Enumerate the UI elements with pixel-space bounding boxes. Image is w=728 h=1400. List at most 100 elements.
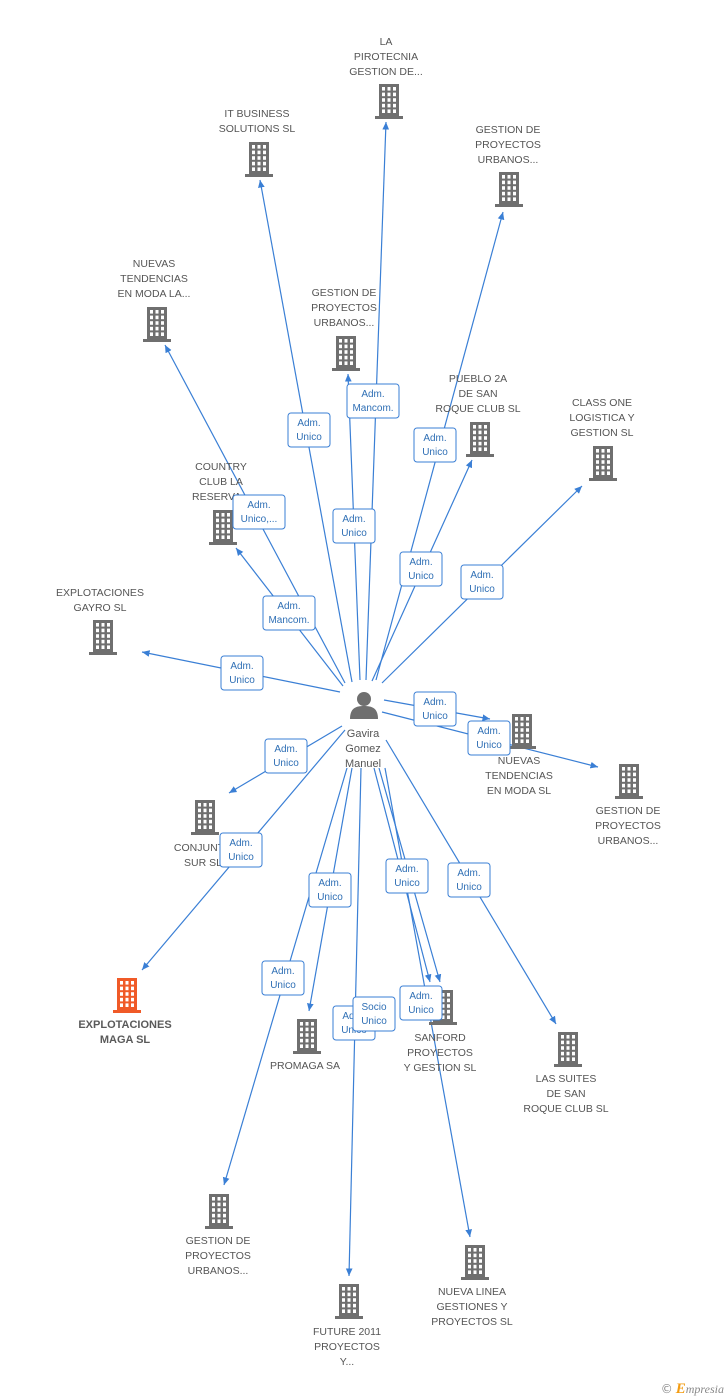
edge-label-text: Unico <box>317 892 343 903</box>
edge-label-box <box>264 738 308 774</box>
building-icon <box>89 620 117 655</box>
edge-label-e-explotaciones-gayro[interactable]: Adm.Unico <box>220 655 264 691</box>
copyright-symbol: © <box>660 1382 673 1396</box>
edge-label-text: Adm. <box>395 864 418 875</box>
company-node-gestion-proyectos-1[interactable]: GESTION DEPROYECTOSURBANOS... <box>475 124 541 207</box>
company-label-line: ROQUE CLUB SL <box>523 1103 608 1115</box>
edge-label-e-las-suites[interactable]: Adm.Unico <box>447 862 491 898</box>
edge-label-text: Adm. <box>277 601 300 612</box>
edge-label-box <box>262 595 316 631</box>
edge-label-text: Adm. <box>274 744 297 755</box>
edge-label-e-pueblo-2a[interactable]: Adm.Unico <box>399 551 443 587</box>
company-label-line: Y... <box>340 1356 354 1368</box>
edge-label-e-gestion-proyectos-3[interactable]: Adm. Unico <box>467 720 511 756</box>
edge-label-text: Unico <box>270 980 296 991</box>
edge-label-text: Adm. <box>342 514 365 525</box>
edge-label-box <box>385 858 429 894</box>
edge-label-text: Mancom. <box>352 403 393 414</box>
edge-label-e-country-club[interactable]: Adm. Mancom. <box>262 595 316 631</box>
edge-label-e-sanford-adm[interactable]: Adm.Unico <box>385 858 429 894</box>
edge-label-box <box>332 508 376 544</box>
person-name-line: Gomez <box>345 743 380 755</box>
company-node-promaga[interactable]: PROMAGA SA <box>270 1019 340 1072</box>
company-label-line: SOLUTIONS SL <box>219 123 296 135</box>
company-node-future-2011[interactable]: FUTURE 2011PROYECTOSY... <box>313 1284 381 1368</box>
company-label-line: EXPLOTACIONES <box>56 587 144 599</box>
company-label-line: EN MODA LA... <box>118 288 191 300</box>
edge-label-e-promaga[interactable]: Adm.Unico <box>308 872 352 908</box>
company-label-line: PROMAGA SA <box>270 1060 340 1072</box>
edge-label-e-explotaciones-maga[interactable]: Adm.Unico <box>219 832 263 868</box>
building-icon <box>508 714 536 749</box>
building-icon <box>332 336 360 371</box>
edge-label-e-la-pirotecnia[interactable]: Adm.Mancom. <box>346 383 400 419</box>
building-icon <box>209 510 237 545</box>
empresia-watermark: ©Empresia <box>661 1381 724 1398</box>
edge-label-e-it-business[interactable]: Adm.Unico <box>287 412 331 448</box>
edge-label-box <box>460 564 504 600</box>
edge-label-text: Unico <box>408 1005 434 1016</box>
company-node-gestion-proyectos-2[interactable]: GESTION DEPROYECTOSURBANOS... <box>311 287 377 371</box>
company-node-gestion-proyectos-3[interactable]: GESTION DEPROYECTOSURBANOS... <box>595 764 661 847</box>
building-icon <box>113 978 141 1013</box>
company-node-explotaciones-gayro[interactable]: EXPLOTACIONES GAYRO SL <box>56 587 144 655</box>
company-label-line: NUEVA LINEA <box>438 1286 506 1298</box>
edge-label-text: Unico <box>341 528 367 539</box>
edge-label-text: Unico <box>476 740 502 751</box>
company-label-line: GESTION DE <box>312 287 377 299</box>
edge-label-e-conjunto-sur[interactable]: Adm. Unico <box>264 738 308 774</box>
brand-name: mpresia <box>685 1382 724 1396</box>
company-label-line: URBANOS... <box>478 154 539 166</box>
edge-label-box <box>346 383 400 419</box>
edge-label-e-nuevas-tendencias-1[interactable]: Adm. Unico,... <box>232 494 286 530</box>
edge-label-text: Adm. <box>247 500 270 511</box>
company-label-line: NUEVAS <box>498 755 540 767</box>
person-name-line: Manuel <box>345 758 381 770</box>
company-label-line: PROYECTOS <box>407 1047 473 1059</box>
company-label-line: PROYECTOS <box>185 1250 251 1262</box>
edge-label-e-class-one[interactable]: Adm.Unico <box>460 564 504 600</box>
company-label-line: GESTION SL <box>570 427 633 439</box>
edge-label-box <box>399 551 443 587</box>
edge-label-e-nuevas-tendencias-2[interactable]: Adm.Unico <box>413 691 457 727</box>
edge-label-text: Adm. <box>477 726 500 737</box>
company-label-line: GAYRO SL <box>74 602 127 614</box>
edge-label-text: Mancom. <box>268 615 309 626</box>
edge-label-text: Unico,... <box>241 514 278 525</box>
company-label-line: LAS SUITES <box>536 1073 597 1085</box>
edge-label-e-gestion-proyectos-2[interactable]: Adm. Unico <box>332 508 376 544</box>
company-node-gestion-proyectos-4[interactable]: GESTION DEPROYECTOSURBANOS... <box>185 1194 251 1277</box>
company-label-line: LOGISTICA Y <box>569 412 634 424</box>
company-label-line: PROYECTOS <box>595 820 661 832</box>
building-icon <box>335 1284 363 1319</box>
company-label-line: PROYECTOS SL <box>431 1316 513 1328</box>
edge-label-text: Adm. <box>423 697 446 708</box>
edge-label-text: Unico <box>273 758 299 769</box>
building-icon <box>554 1032 582 1067</box>
edge-label-text: Adm. <box>229 838 252 849</box>
edge-label-box <box>352 996 396 1032</box>
building-icon <box>495 172 523 207</box>
edge-label-text: Unico <box>469 584 495 595</box>
edge-label-e-gestion-proyectos-4[interactable]: Adm.Unico <box>261 960 305 996</box>
edge-label-e-nueva-linea[interactable]: Adm.Unico <box>399 985 443 1021</box>
edge-label-text: Adm. <box>230 661 253 672</box>
edge-label-e-gestion-proyectos-1[interactable]: Adm.Unico <box>413 427 457 463</box>
company-label-line: PUEBLO 2A <box>449 373 507 385</box>
